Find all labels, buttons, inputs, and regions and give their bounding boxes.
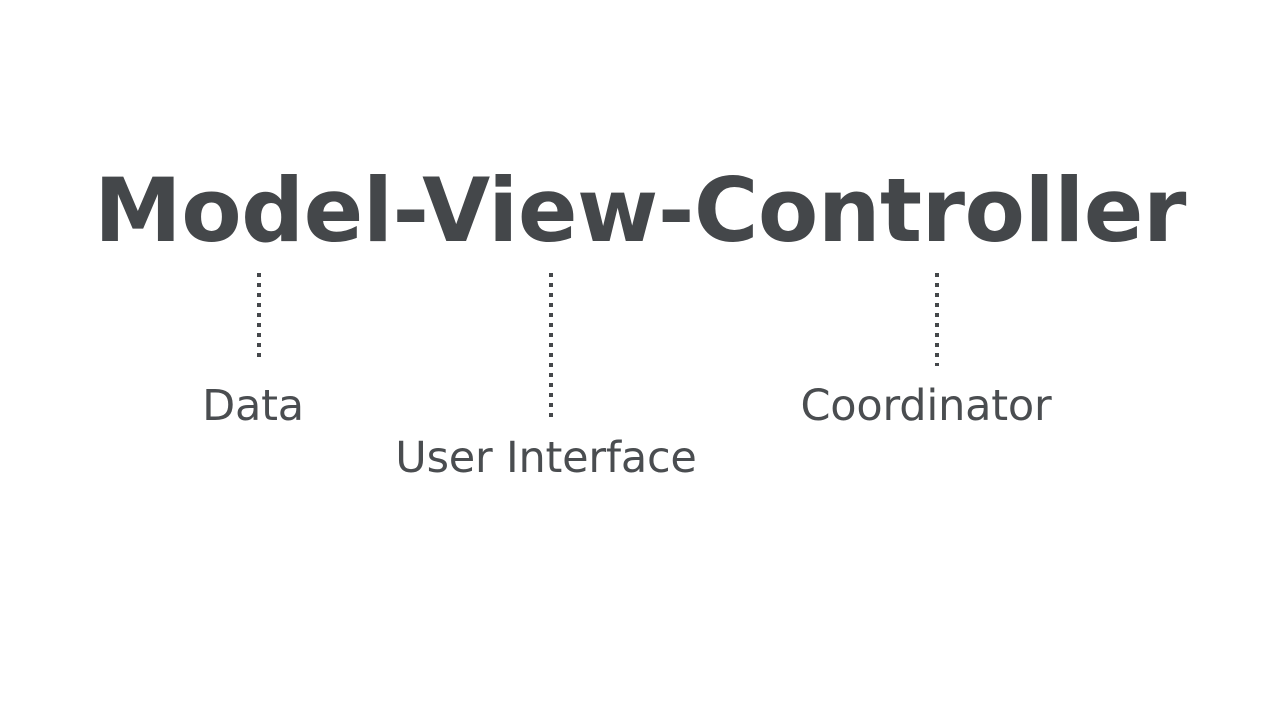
- page-title: Model-View-Controller: [94, 159, 1186, 262]
- connector-line-model: [257, 273, 261, 363]
- caption-controller-coordinator: Coordinator: [800, 381, 1052, 431]
- connector-line-controller: [935, 273, 939, 366]
- caption-model-data: Data: [202, 381, 304, 431]
- connector-line-view: [549, 273, 553, 419]
- caption-view-user-interface: User Interface: [395, 433, 697, 483]
